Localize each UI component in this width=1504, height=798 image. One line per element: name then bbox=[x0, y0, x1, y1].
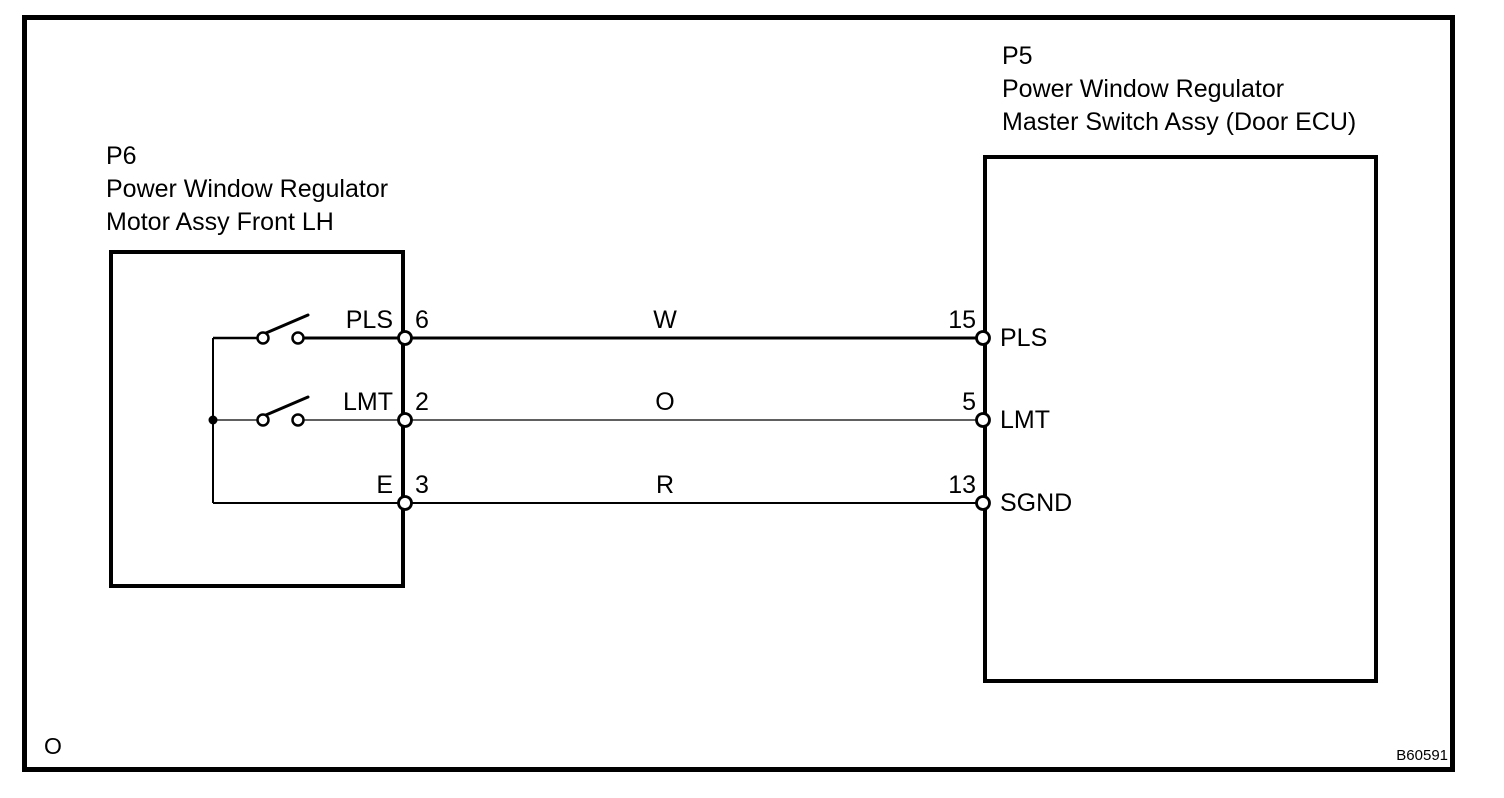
pin-terminal-circle bbox=[975, 495, 991, 511]
p5-pin-lmt-number: 5 bbox=[962, 388, 976, 416]
p5-pin-pls-label: PLS bbox=[1000, 324, 1048, 352]
p6-pin-e-number: 3 bbox=[415, 471, 429, 499]
p5-pin-sgnd-number: 13 bbox=[948, 471, 976, 499]
p5-caption: P5 Power Window Regulator Master Switch … bbox=[1002, 40, 1356, 139]
pin-terminal-circle bbox=[975, 412, 991, 428]
p6-pin-pls-number: 6 bbox=[415, 306, 429, 334]
p6-pin-e-label: E bbox=[376, 471, 393, 499]
p5-name-line-2: Master Switch Assy (Door ECU) bbox=[1002, 108, 1357, 136]
pin-terminal-circle bbox=[975, 330, 991, 346]
p6-caption: P6 Power Window Regulator Motor Assy Fro… bbox=[106, 140, 388, 239]
pin-terminal-circle bbox=[397, 495, 413, 511]
diagram-border bbox=[22, 15, 1455, 772]
wire-o-color-label: O bbox=[655, 388, 675, 416]
page-corner-mark: O bbox=[44, 733, 62, 759]
p6-code-label: P6 bbox=[106, 142, 137, 170]
pin-terminal-circle bbox=[397, 412, 413, 428]
p5-pin-lmt-label: LMT bbox=[1000, 406, 1050, 434]
p6-pin-lmt-number: 2 bbox=[415, 388, 429, 416]
p6-pin-lmt-label: LMT bbox=[343, 388, 393, 416]
p5-name-line-1: Power Window Regulator bbox=[1002, 75, 1285, 103]
switch-icon bbox=[213, 313, 405, 345]
wire-r-color-label: R bbox=[655, 471, 675, 499]
figure-code: B60591 bbox=[1396, 747, 1448, 764]
wire-w-color-label: W bbox=[653, 306, 677, 334]
switch-icon bbox=[213, 395, 405, 427]
p6-name-line-1: Power Window Regulator bbox=[106, 175, 389, 203]
p6-name-line-2: Motor Assy Front LH bbox=[106, 208, 334, 236]
p5-pin-pls-number: 15 bbox=[948, 306, 976, 334]
pin-terminal-circle bbox=[397, 330, 413, 346]
p6-pin-pls-label: PLS bbox=[345, 306, 393, 334]
p5-code-label: P5 bbox=[1002, 42, 1033, 70]
p5-pin-sgnd-label: SGND bbox=[1000, 489, 1073, 517]
